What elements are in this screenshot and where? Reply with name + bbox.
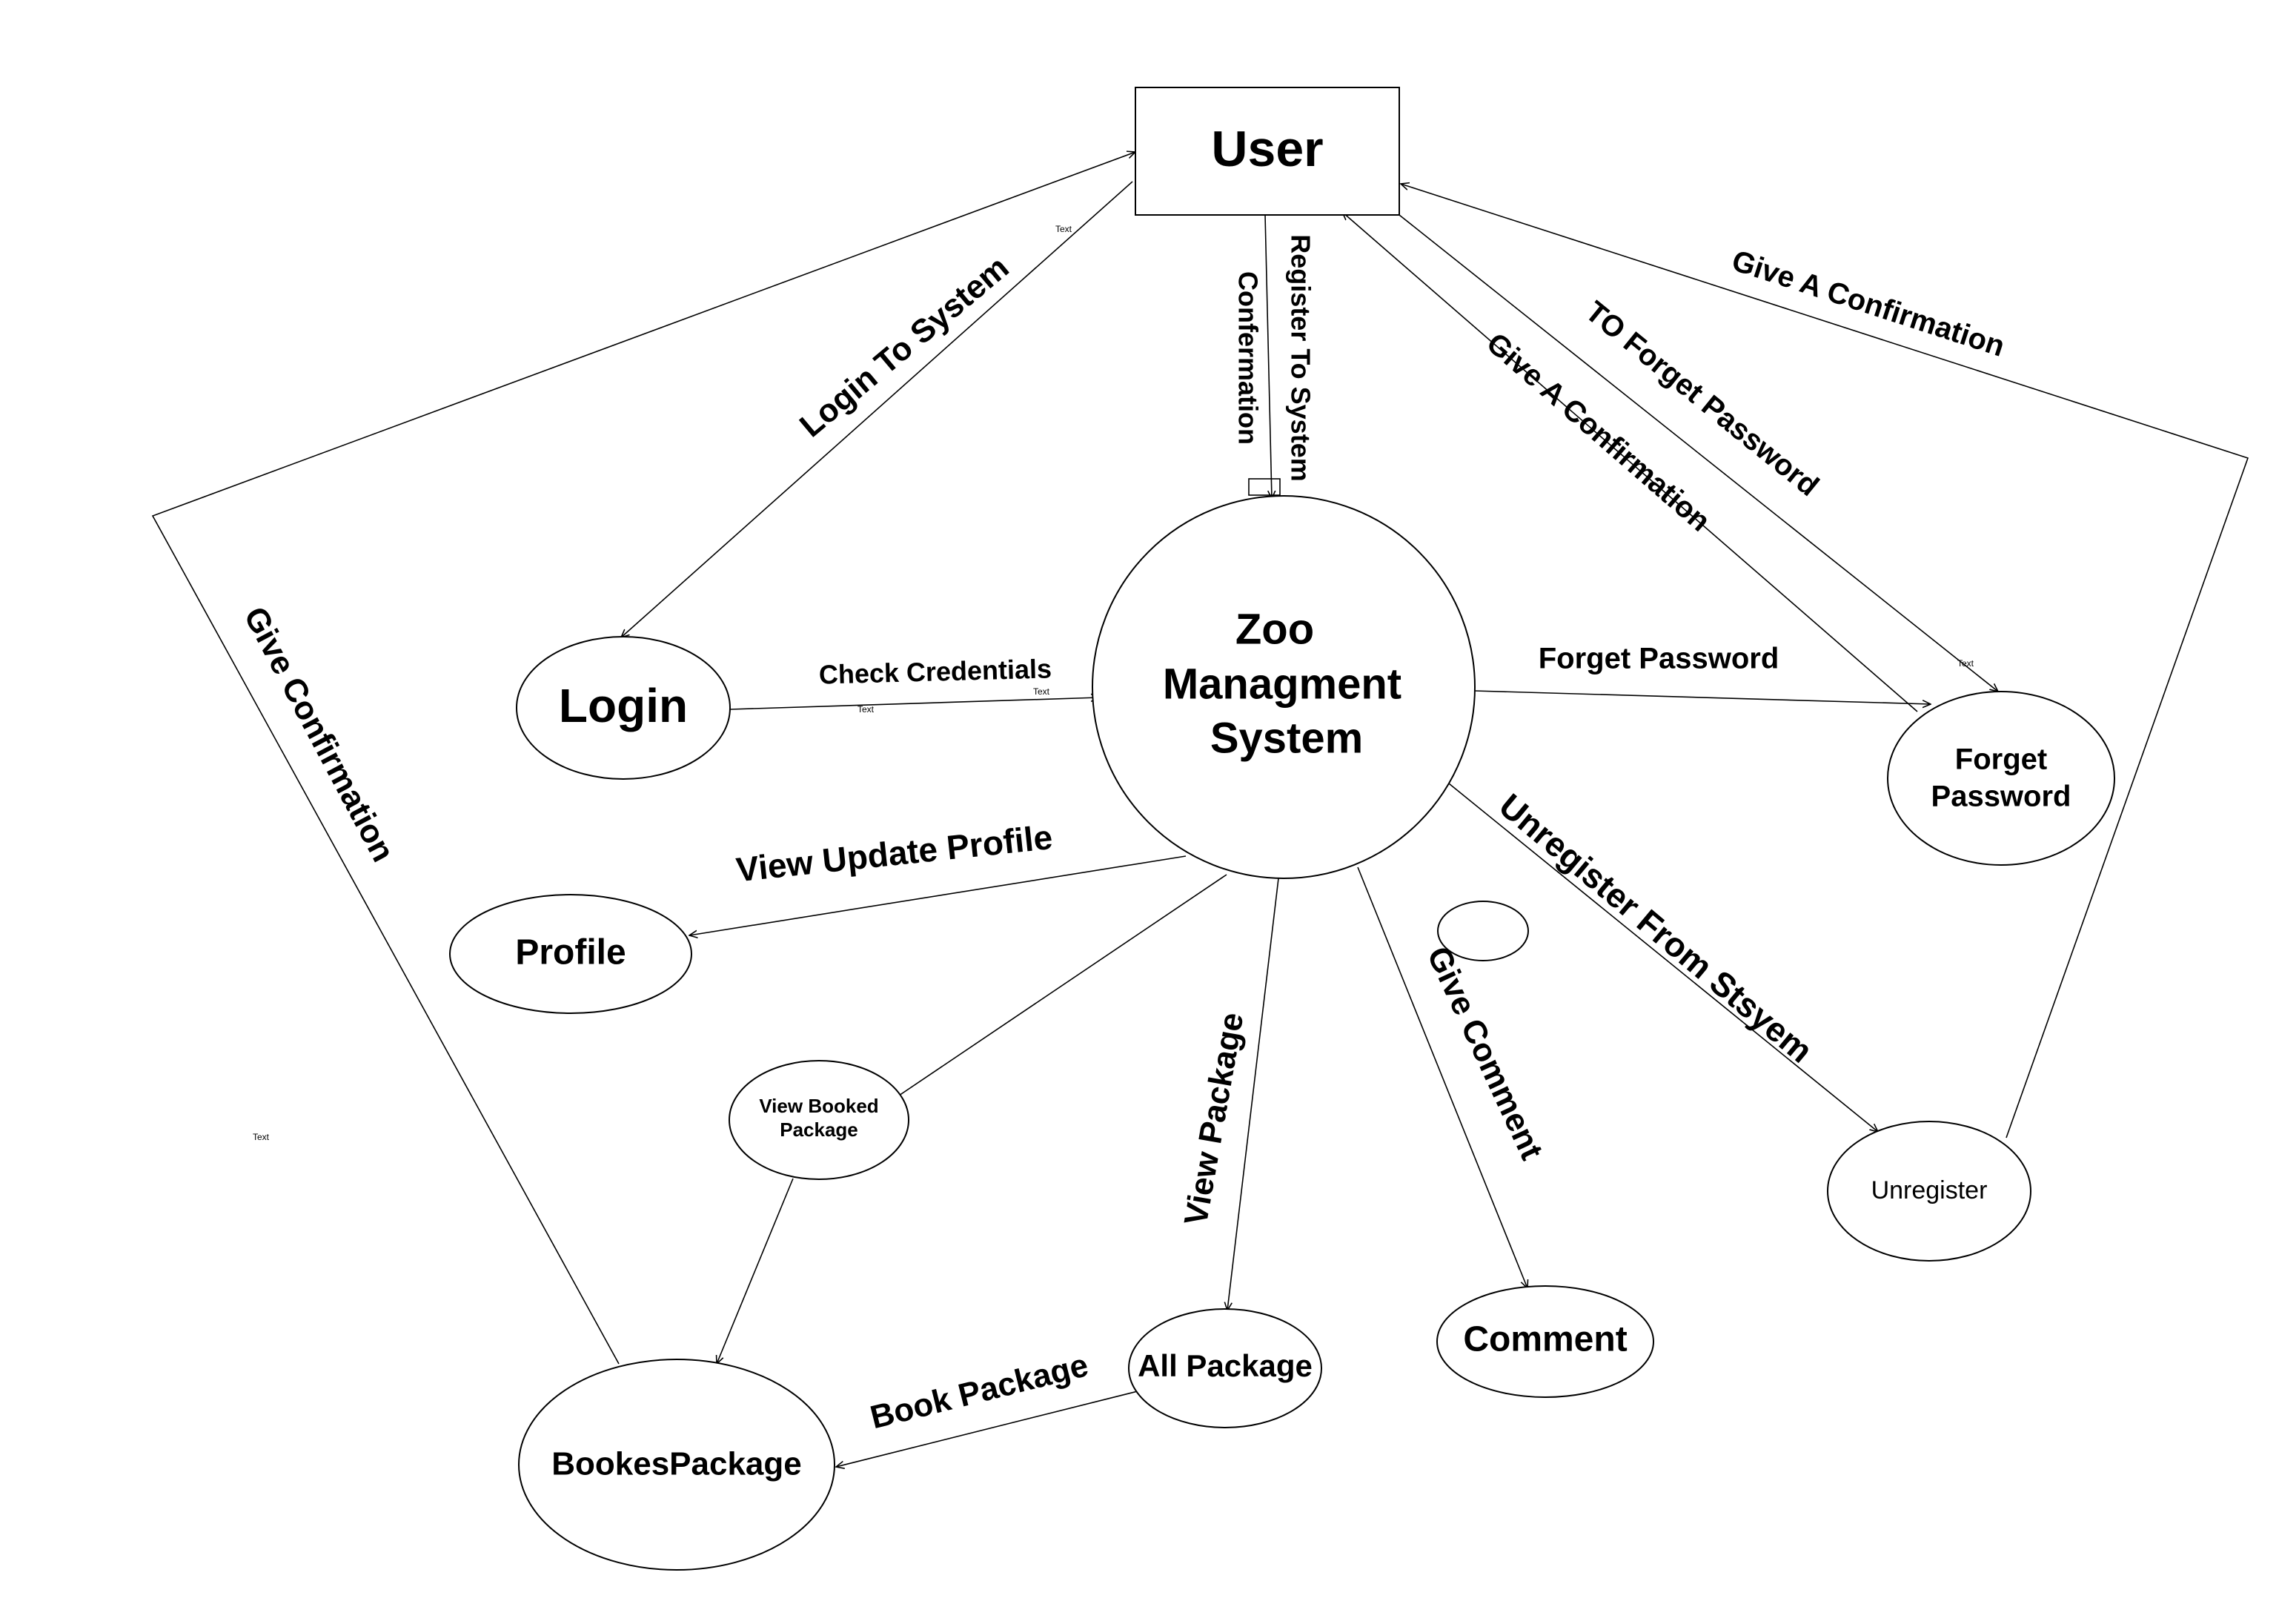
node-user[interactable]: User: [1135, 87, 1400, 216]
label-view-package: View Package: [1178, 1010, 1251, 1227]
placeholder-texts: Text Text Text Text Text: [253, 224, 1974, 1142]
node-bookes-package[interactable]: BookesPackage: [518, 1359, 835, 1571]
label-register: Register To System: [1285, 234, 1316, 481]
label-unregister-from: Unregister From Stsyem: [1492, 786, 1820, 1070]
node-login[interactable]: Login: [516, 636, 731, 780]
label-confirmation: Confermation: [1233, 271, 1263, 445]
edges: [151, 152, 2249, 1467]
label-give-confirmation: Give Confirmation: [236, 601, 401, 868]
label-forget-password: Forget Password: [1539, 643, 1779, 675]
edge-register-marker-box: [1248, 478, 1281, 496]
node-login-label: Login: [559, 679, 688, 732]
edge-login-to-system: [621, 181, 1133, 637]
node-user-label: User: [1211, 121, 1323, 177]
placeholder-text-3: Text: [857, 704, 875, 715]
label-check-credentials: Check Credentials: [818, 653, 1052, 689]
node-comment[interactable]: Comment: [1436, 1285, 1654, 1398]
node-view-booked-line-1: View Booked: [759, 1095, 878, 1117]
node-profile[interactable]: Profile: [449, 894, 692, 1014]
node-unregister[interactable]: Unregister: [1827, 1121, 2031, 1262]
node-all-package-label: All Package: [1138, 1348, 1313, 1383]
node-view-booked-line-2: Package: [780, 1118, 858, 1141]
node-forget-password[interactable]: Forget Password: [1887, 691, 2115, 866]
node-zoo-management-system[interactable]: Zoo Managment System: [1092, 495, 1476, 879]
edge-view-package: [1227, 878, 1279, 1310]
node-view-booked-package[interactable]: View Booked Package: [729, 1060, 909, 1180]
label-login-to-system: Login To System: [793, 249, 1016, 444]
edge-unregister-from: [1444, 780, 1878, 1132]
edge-forget-to-user: [1342, 212, 1918, 712]
node-zms-line-1: Zoo: [1235, 605, 1314, 653]
edge-booked-to-user: [151, 152, 1135, 1365]
label-book-package: Book Package: [866, 1347, 1092, 1436]
placeholder-text-2: Text: [1033, 686, 1050, 697]
edge-give-comment: [1357, 866, 1527, 1288]
node-comment-label: Comment: [1463, 1320, 1627, 1359]
edge-forget-password: [1473, 690, 1931, 704]
node-bookes-package-label: BookesPackage: [551, 1446, 802, 1482]
placeholder-text-4: Text: [1957, 658, 1974, 669]
label-view-update-profile: View Update Profile: [734, 818, 1055, 889]
edge-to-forget-password: [1399, 214, 1998, 692]
node-small-empty[interactable]: [1437, 901, 1529, 961]
edge-register: [1264, 214, 1272, 499]
node-zms-line-3: System: [1210, 714, 1363, 762]
edge-zoo-to-view-booked: [896, 874, 1227, 1098]
node-zms-line-2: Managment: [1163, 660, 1401, 708]
edge-view-booked-to-booked: [717, 1178, 794, 1364]
placeholder-text-1: Text: [1055, 224, 1072, 234]
node-forget-line-1: Forget: [1955, 743, 2047, 776]
node-profile-label: Profile: [515, 933, 626, 972]
edge-view-update-profile: [689, 855, 1187, 935]
label-to-forget-password: TO Forget Password: [1579, 295, 1825, 503]
node-unregister-label: Unregister: [1871, 1176, 1988, 1204]
node-forget-line-2: Password: [1931, 780, 2071, 813]
nodes: User Zoo Managment System Login Forget P…: [449, 87, 2115, 1571]
edge-labels: Login To System Register To System Confe…: [236, 234, 2008, 1436]
edge-check-credentials: [729, 697, 1099, 710]
label-give-a-confirmation-1: Give A Confirmation: [1480, 327, 1716, 538]
node-all-package[interactable]: All Package: [1128, 1308, 1322, 1428]
edge-book-package: [836, 1391, 1138, 1467]
placeholder-text-5: Text: [253, 1132, 270, 1142]
label-give-comment: Give Comment: [1420, 941, 1550, 1165]
edge-unregister-to-user: [1401, 184, 2249, 1139]
